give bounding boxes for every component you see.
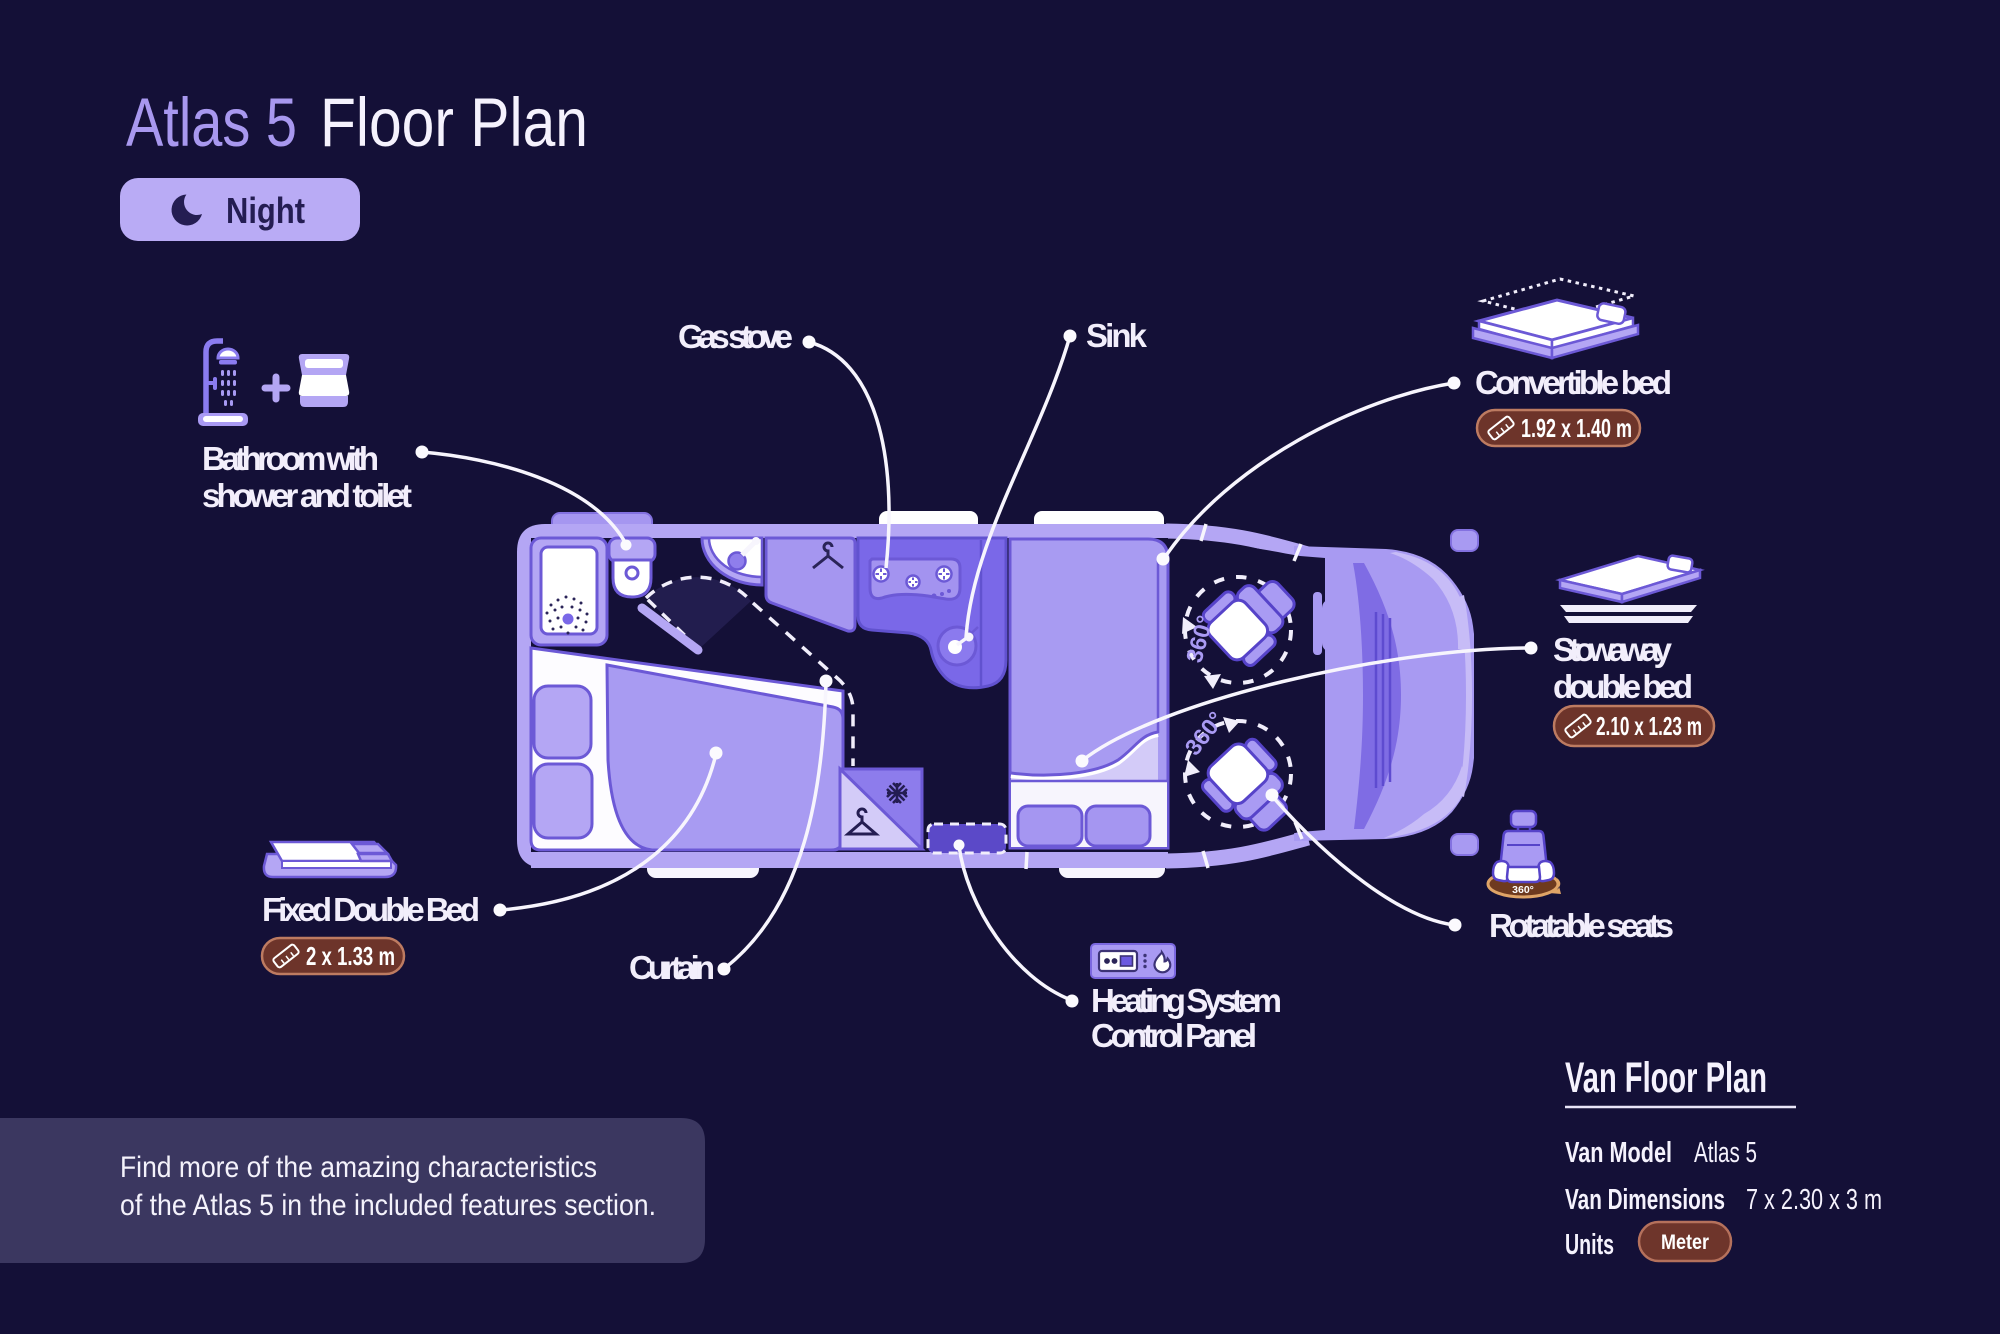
svg-text:Control Panel: Control Panel <box>1091 1017 1257 1054</box>
svg-text:Stowaway: Stowaway <box>1553 631 1673 668</box>
svg-text:Floor Plan: Floor Plan <box>320 84 588 161</box>
svg-text:Van Floor Plan: Van Floor Plan <box>1565 1054 1767 1102</box>
svg-text:Find more of the amazing chara: Find more of the amazing characteristics <box>120 1151 597 1184</box>
svg-text:Bathroom with: Bathroom with <box>202 440 379 477</box>
svg-text:Sink: Sink <box>1086 317 1148 354</box>
svg-text:Van Dimensions: Van Dimensions <box>1565 1184 1725 1216</box>
svg-text:Rotatable seats: Rotatable seats <box>1489 907 1674 944</box>
svg-text:Gas stove: Gas stove <box>678 318 793 355</box>
svg-text:Atlas 5: Atlas 5 <box>126 84 297 161</box>
svg-text:Convertible bed: Convertible bed <box>1475 364 1672 401</box>
svg-text:Atlas 5: Atlas 5 <box>1694 1137 1757 1169</box>
svg-text:Curtain: Curtain <box>629 949 715 986</box>
svg-text:1.92 x 1.40 m: 1.92 x 1.40 m <box>1521 413 1632 443</box>
svg-text:2.10 x 1.23 m: 2.10 x 1.23 m <box>1596 711 1702 741</box>
svg-text:Meter: Meter <box>1661 1231 1709 1254</box>
svg-text:2 x 1.33 m: 2 x 1.33 m <box>306 941 395 971</box>
svg-text:Heating System: Heating System <box>1091 982 1282 1019</box>
svg-text:7 x 2.30 x 3 m: 7 x 2.30 x 3 m <box>1746 1184 1882 1216</box>
svg-text:of the Atlas 5 in the included: of the Atlas 5 in the included features … <box>120 1189 656 1222</box>
svg-text:360°: 360° <box>1512 884 1534 896</box>
svg-text:shower and toilet: shower and toilet <box>202 477 412 514</box>
svg-text:Fixed Double Bed: Fixed Double Bed <box>262 891 480 928</box>
svg-text:Units: Units <box>1565 1229 1614 1261</box>
svg-text:Night: Night <box>226 190 305 231</box>
svg-text:double bed: double bed <box>1553 668 1693 705</box>
svg-text:Van Model: Van Model <box>1565 1137 1672 1169</box>
